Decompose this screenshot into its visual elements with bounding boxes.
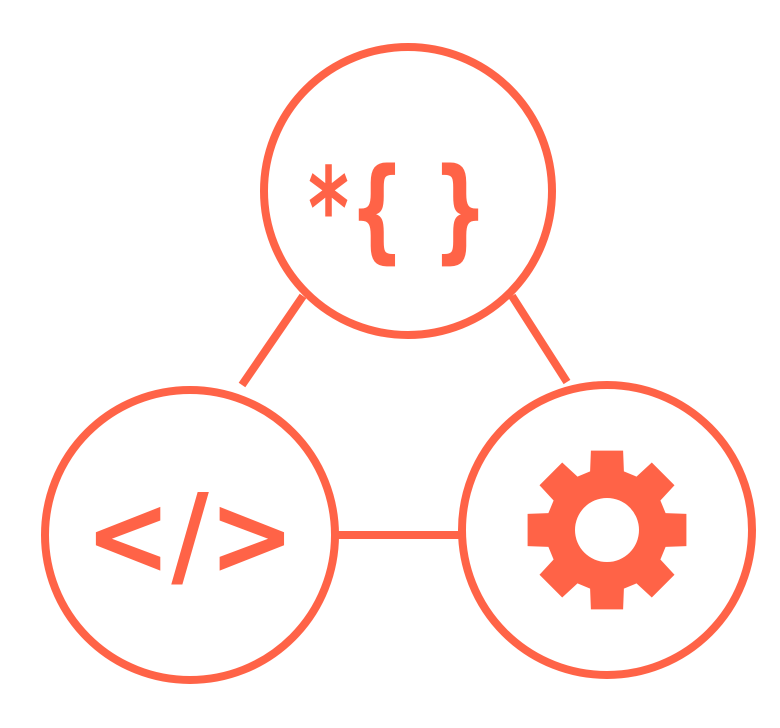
html-node-circle — [41, 386, 339, 684]
node-html: </> — [41, 386, 339, 684]
css-node-circle — [260, 43, 556, 339]
settings-node-circle — [458, 381, 756, 679]
edge-css-settings — [508, 293, 571, 385]
gear-icon — [527, 450, 687, 610]
node-settings — [458, 381, 756, 679]
curly-braces-icon: *{ } — [308, 145, 488, 275]
code-tags-icon: </> — [85, 471, 295, 601]
edge-css-html — [238, 293, 307, 388]
node-css: *{ } — [260, 43, 556, 339]
